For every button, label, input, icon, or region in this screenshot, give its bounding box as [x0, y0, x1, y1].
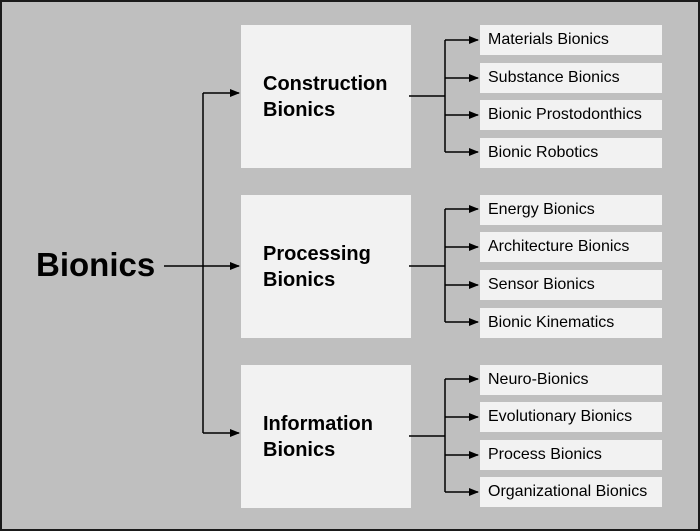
category-label-construction: Construction Bionics: [263, 73, 388, 121]
leaf-box-substance-bionics: Substance Bionics: [480, 63, 662, 93]
leaf-label: Bionic Robotics: [488, 144, 599, 161]
leaf-box-evolutionary-bionics: Evolutionary Bionics: [480, 402, 662, 432]
leaf-label: Sensor Bionics: [488, 276, 595, 293]
leaf-label: Organizational Bionics: [488, 483, 648, 500]
leaf-box-bionic-kinematics: Bionic Kinematics: [480, 308, 662, 338]
leaf-box-bionic-robotics: Bionic Robotics: [480, 138, 662, 168]
leaf-label: Neuro-Bionics: [488, 371, 589, 388]
leaf-label: Process Bionics: [488, 446, 602, 463]
category-label-information: Information Bionics: [263, 413, 373, 461]
leaf-label: Architecture Bionics: [488, 238, 630, 255]
leaf-box-organizational-bionics: Organizational Bionics: [480, 477, 662, 507]
category-box-processing: Processing Bionics: [241, 195, 411, 338]
leaf-box-architecture-bionics: Architecture Bionics: [480, 232, 662, 262]
root-node-bionics: Bionics: [36, 246, 156, 283]
leaf-box-energy-bionics: Energy Bionics: [480, 195, 662, 225]
leaf-label: Bionic Prostodonthics: [488, 106, 642, 123]
leaf-label: Substance Bionics: [488, 69, 620, 86]
leaf-label: Materials Bionics: [488, 31, 609, 48]
category-box-information: Information Bionics: [241, 365, 411, 508]
leaf-box-bionic-prostodonthics: Bionic Prostodonthics: [480, 100, 662, 130]
category-label-processing: Processing Bionics: [263, 243, 371, 291]
category-box-construction: Construction Bionics: [241, 25, 411, 168]
leaf-label: Evolutionary Bionics: [488, 408, 633, 425]
leaf-box-materials-bionics: Materials Bionics: [480, 25, 662, 55]
leaf-label: Bionic Kinematics: [488, 314, 615, 331]
leaf-box-neuro-bionics: Neuro-Bionics: [480, 365, 662, 395]
leaf-box-sensor-bionics: Sensor Bionics: [480, 270, 662, 300]
leaf-label: Energy Bionics: [488, 201, 595, 218]
leaf-box-process-bionics: Process Bionics: [480, 440, 662, 470]
